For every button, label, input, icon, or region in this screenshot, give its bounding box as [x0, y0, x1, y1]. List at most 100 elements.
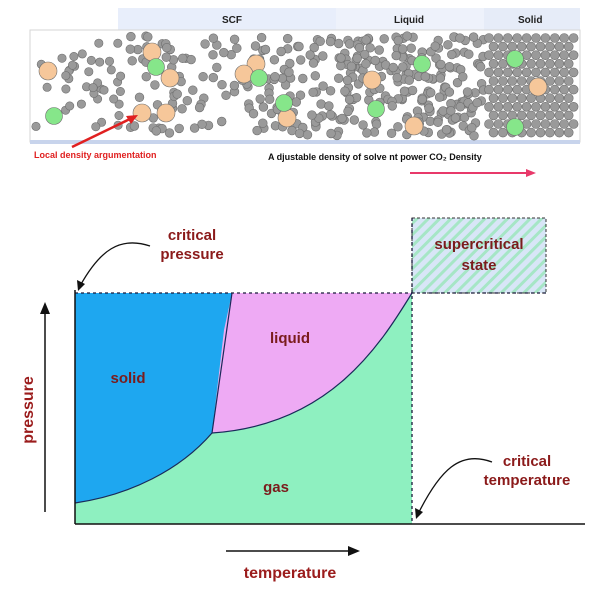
gray-particle — [540, 33, 551, 43]
gray-particle — [540, 119, 551, 129]
gray-particle — [298, 73, 308, 84]
gray-particle — [568, 50, 579, 61]
gray-particle — [270, 71, 280, 82]
gray-particle — [352, 53, 362, 63]
gray-particle — [488, 93, 499, 103]
gray-particle — [326, 128, 336, 139]
gray-particle — [265, 94, 275, 105]
gray-particle — [444, 61, 455, 72]
gray-particle — [344, 94, 355, 105]
gray-particle — [526, 127, 536, 138]
gray-particle — [549, 67, 560, 78]
gray-particle — [252, 125, 262, 136]
green-particle — [250, 69, 268, 87]
gray-particle — [398, 44, 408, 54]
gray-particle — [516, 110, 527, 121]
critical-pressure-pointer — [79, 242, 151, 287]
gray-particle — [115, 87, 125, 97]
gray-particle — [393, 122, 403, 132]
orange-particle — [132, 103, 152, 123]
green-particle — [45, 107, 63, 125]
gray-particle — [531, 50, 541, 61]
orange-particle — [277, 108, 297, 128]
gray-particle — [545, 41, 555, 52]
gray-particle — [404, 75, 414, 85]
critical-temperature-label-line2: temperature — [484, 472, 571, 489]
gray-particle — [502, 67, 513, 78]
gray-particle — [554, 127, 565, 138]
gray-particle — [95, 57, 105, 67]
gray-particle — [248, 108, 259, 119]
gray-particle — [438, 106, 448, 116]
gray-particle — [512, 33, 523, 43]
gray-particle — [464, 49, 474, 59]
gray-particle — [540, 67, 551, 78]
gray-particle — [189, 123, 200, 133]
gray-particle — [435, 73, 446, 83]
gray-particle — [94, 38, 104, 48]
header-band-solid — [484, 8, 580, 30]
gray-particle — [388, 62, 398, 73]
gray-particle — [559, 102, 570, 112]
gray-particle — [88, 83, 98, 93]
gray-particle — [315, 36, 325, 46]
gray-particle — [535, 41, 546, 52]
green-particle — [506, 118, 524, 136]
gray-particle — [217, 116, 227, 127]
header-band-blank — [30, 8, 118, 30]
gray-particle — [484, 50, 494, 61]
gray-particle — [531, 33, 541, 43]
gray-particle — [208, 50, 218, 60]
gray-particle — [334, 73, 344, 84]
gray-particle — [391, 50, 401, 61]
gray-particle — [276, 46, 286, 57]
vaporization-curve — [211, 292, 413, 434]
green-particle — [147, 58, 165, 76]
gray-particle — [109, 94, 119, 104]
gray-particle — [502, 84, 513, 95]
particle-field — [31, 31, 579, 141]
gray-particle — [358, 120, 368, 130]
gray-particle — [134, 92, 145, 103]
gray-particle — [516, 41, 527, 52]
gray-particle — [450, 113, 461, 123]
gray-particle — [516, 76, 527, 86]
gray-particle — [568, 67, 579, 78]
green-particle — [506, 50, 524, 68]
gray-particle — [309, 42, 319, 53]
gray-particle — [545, 58, 555, 69]
gray-particle — [521, 67, 532, 78]
gray-particle — [91, 122, 101, 132]
gray-particle — [488, 58, 499, 69]
green-particle — [413, 55, 431, 73]
gray-particle — [143, 32, 153, 42]
gray-particle — [484, 33, 494, 43]
gray-particle — [502, 33, 513, 43]
gray-particle — [208, 72, 219, 83]
gray-particle — [258, 118, 268, 128]
gray-particle — [493, 119, 504, 129]
gray-particle — [447, 49, 457, 60]
gray-particle — [402, 31, 412, 41]
gray-particle — [177, 104, 187, 114]
gray-particle — [198, 71, 208, 82]
gray-particle — [365, 43, 375, 53]
gray-particle — [162, 42, 172, 53]
liquid-region — [212, 293, 412, 433]
gray-particle — [343, 106, 353, 117]
gray-particle — [563, 76, 574, 86]
gas-label: gas — [263, 479, 289, 496]
gray-particle — [302, 130, 313, 140]
gray-particle — [342, 75, 353, 86]
gray-particle — [549, 50, 560, 61]
gray-particle — [484, 67, 494, 78]
gray-particle — [498, 41, 508, 52]
gray-particle — [425, 116, 435, 127]
gray-particle — [125, 44, 136, 54]
gray-particle — [526, 93, 536, 103]
gray-particle — [526, 58, 536, 69]
gray-particle — [126, 31, 136, 42]
green-particle — [367, 100, 385, 118]
gray-particle — [559, 33, 570, 43]
orange-particle — [142, 42, 162, 62]
